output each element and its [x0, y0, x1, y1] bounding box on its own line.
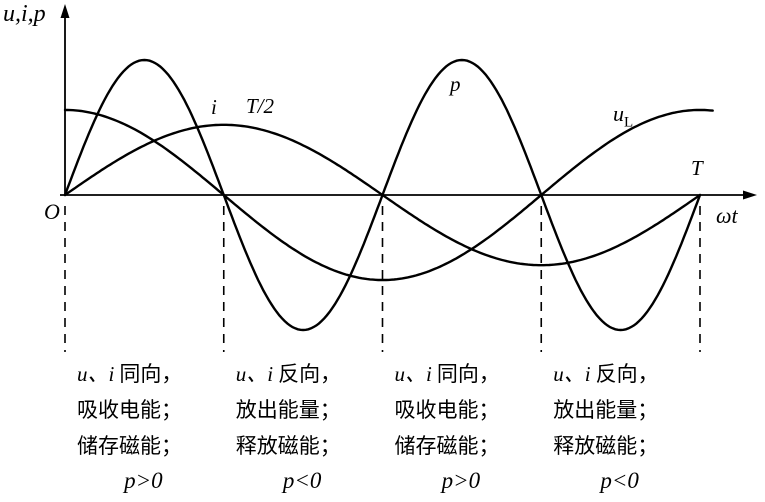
annotation-line-magnetic: 储存磁能；	[77, 435, 182, 458]
vars-ui: u、i	[394, 362, 432, 386]
tick-label-period: T	[691, 156, 703, 180]
origin-label: O	[44, 199, 60, 224]
annotation-line-energy: 放出能量；	[235, 399, 341, 422]
annotation-line-energy: 吸收电能；	[394, 399, 500, 422]
axes	[60, 4, 757, 200]
vars-ui: u、i	[553, 362, 591, 386]
annotation-line-energy: 吸收电能；	[77, 399, 182, 422]
annotation-line-magnetic: 释放磁能；	[553, 435, 659, 458]
direction-text: 同向，	[436, 363, 500, 386]
vars-ui: u、i	[235, 362, 274, 386]
power-sign: p<0	[282, 468, 322, 493]
u-symbol: u	[613, 101, 624, 126]
tick-label-half-period: T/2	[246, 94, 275, 118]
curve-p	[63, 58, 702, 332]
curve-label-p: p	[450, 72, 461, 96]
direction-text: 反向，	[278, 363, 342, 386]
direction-text: 反向，	[595, 363, 659, 386]
annotation-line-magnetic: 释放磁能；	[235, 435, 341, 458]
u-subscript: L	[624, 114, 634, 131]
vars-ui: u、i	[77, 362, 115, 386]
power-sign: p>0	[124, 468, 163, 493]
curve-uL	[63, 108, 714, 282]
curves	[63, 58, 714, 332]
annotation-line-energy: 放出能量；	[553, 399, 659, 422]
x-axis-label: ωt	[716, 203, 738, 228]
power-sign: p>0	[441, 468, 481, 493]
y-axis-label: u,i,p	[3, 1, 46, 27]
power-sign: p<0	[600, 468, 639, 493]
y-axis-arrow-icon	[60, 4, 70, 18]
annotation-line-magnetic: 储存磁能；	[394, 435, 500, 458]
x-axis-arrow-icon	[743, 190, 757, 200]
curve-label-i: i	[211, 95, 217, 119]
direction-text: 同向，	[119, 363, 183, 386]
curve-label-uL: uL	[613, 101, 633, 131]
